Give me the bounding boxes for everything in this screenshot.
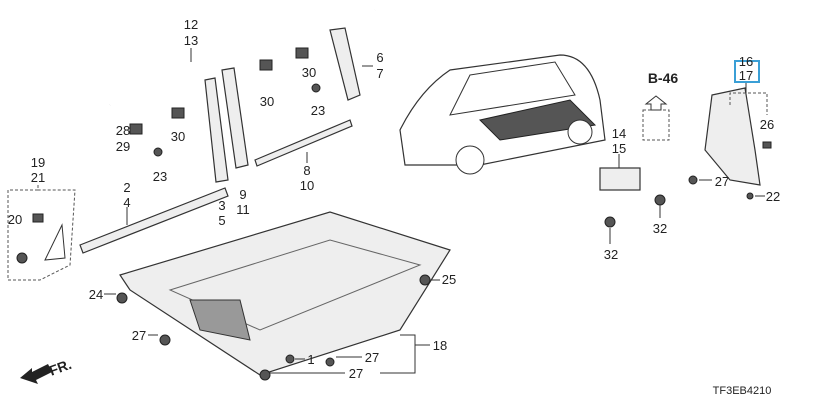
fender-liner-16 <box>704 87 761 186</box>
label-30: 30 <box>260 94 274 109</box>
front-label: FR. <box>47 356 74 379</box>
diagram-code: TF3EB4210 <box>713 385 772 397</box>
front-arrow-icon <box>20 364 52 384</box>
ref-b46[interactable]: B-46 <box>648 70 679 86</box>
highlight-box <box>734 60 760 83</box>
label-30: 30 <box>302 65 316 80</box>
label-15: 15 <box>612 141 626 156</box>
label-5: 5 <box>218 213 225 228</box>
label-16: 16 <box>739 54 753 69</box>
under-cover-18 <box>119 211 451 376</box>
clip-icon <box>171 107 185 119</box>
label-29: 29 <box>116 139 130 154</box>
door-molding-8 <box>254 119 353 167</box>
bracket-14 <box>599 167 641 191</box>
label-17[interactable]: 17 <box>739 68 753 83</box>
label-10: 10 <box>300 178 314 193</box>
label-12: 12 <box>184 17 198 32</box>
label-3: 3 <box>218 198 225 213</box>
label-19: 19 <box>31 155 45 170</box>
label-13: 13 <box>184 33 198 48</box>
arrow-up-icon <box>644 95 668 111</box>
label-11: 11 <box>236 202 250 217</box>
clip-icon <box>311 83 321 93</box>
label-27: 27 <box>132 328 146 343</box>
label-26: 26 <box>760 117 774 132</box>
label-21: 21 <box>31 170 45 185</box>
pillar-garnish-9 <box>221 67 249 169</box>
label-27: 27 <box>365 350 379 365</box>
clip-icon <box>295 47 309 59</box>
label-30: 30 <box>171 129 185 144</box>
door-molding-2 <box>79 187 229 254</box>
car-illustration <box>399 54 606 175</box>
label-27: 27 <box>715 174 729 189</box>
label-14: 14 <box>612 126 626 141</box>
label-32: 32 <box>653 221 667 236</box>
label-23: 23 <box>311 103 325 118</box>
label-32: 32 <box>604 247 618 262</box>
label-18: 18 <box>433 338 447 353</box>
label-23: 23 <box>153 169 167 184</box>
clip-icon <box>129 123 143 135</box>
pillar-garnish-6 <box>329 27 361 101</box>
label-27: 27 <box>349 366 363 381</box>
label-24: 24 <box>89 287 103 302</box>
label-7: 7 <box>376 66 383 81</box>
label-6: 6 <box>376 50 383 65</box>
clip-icon <box>259 59 273 71</box>
label-28: 28 <box>116 123 130 138</box>
pillar-garnish-3 <box>204 77 229 183</box>
clip-icon <box>153 147 163 157</box>
label-20: 20 <box>8 212 22 227</box>
label-9: 9 <box>239 187 246 202</box>
label-25: 25 <box>442 272 456 287</box>
label-2: 2 <box>123 180 130 195</box>
label-22: 22 <box>766 189 780 204</box>
label-8: 8 <box>303 163 310 178</box>
label-4: 4 <box>123 195 130 210</box>
label-1: 1 <box>307 352 314 367</box>
roof-molding <box>109 9 376 106</box>
